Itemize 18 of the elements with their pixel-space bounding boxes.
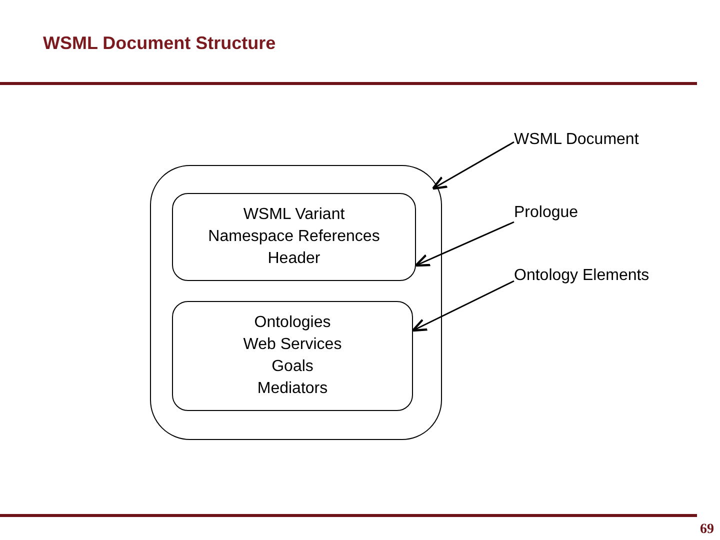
document-box <box>150 165 442 440</box>
section-box <box>172 193 416 281</box>
section-item: Ontologies <box>254 313 331 333</box>
callout-text: Ontology Elements <box>514 265 650 287</box>
arrow <box>432 141 514 190</box>
arrow <box>414 221 514 267</box>
section-item: Mediators <box>257 379 328 399</box>
callout-text: Prologue <box>514 202 578 224</box>
section-item: Namespace References <box>208 227 380 247</box>
section-item: Web Services <box>243 335 342 355</box>
section-box <box>172 301 413 411</box>
section-item: Header <box>268 249 320 269</box>
section-item: Goals <box>272 357 314 377</box>
callout-text: WSML Document <box>514 129 639 151</box>
page-number: 69 <box>700 521 714 539</box>
section-item: WSML Variant <box>243 205 345 225</box>
arrow <box>412 280 514 332</box>
slide-title: WSML Document Structure <box>43 32 276 55</box>
